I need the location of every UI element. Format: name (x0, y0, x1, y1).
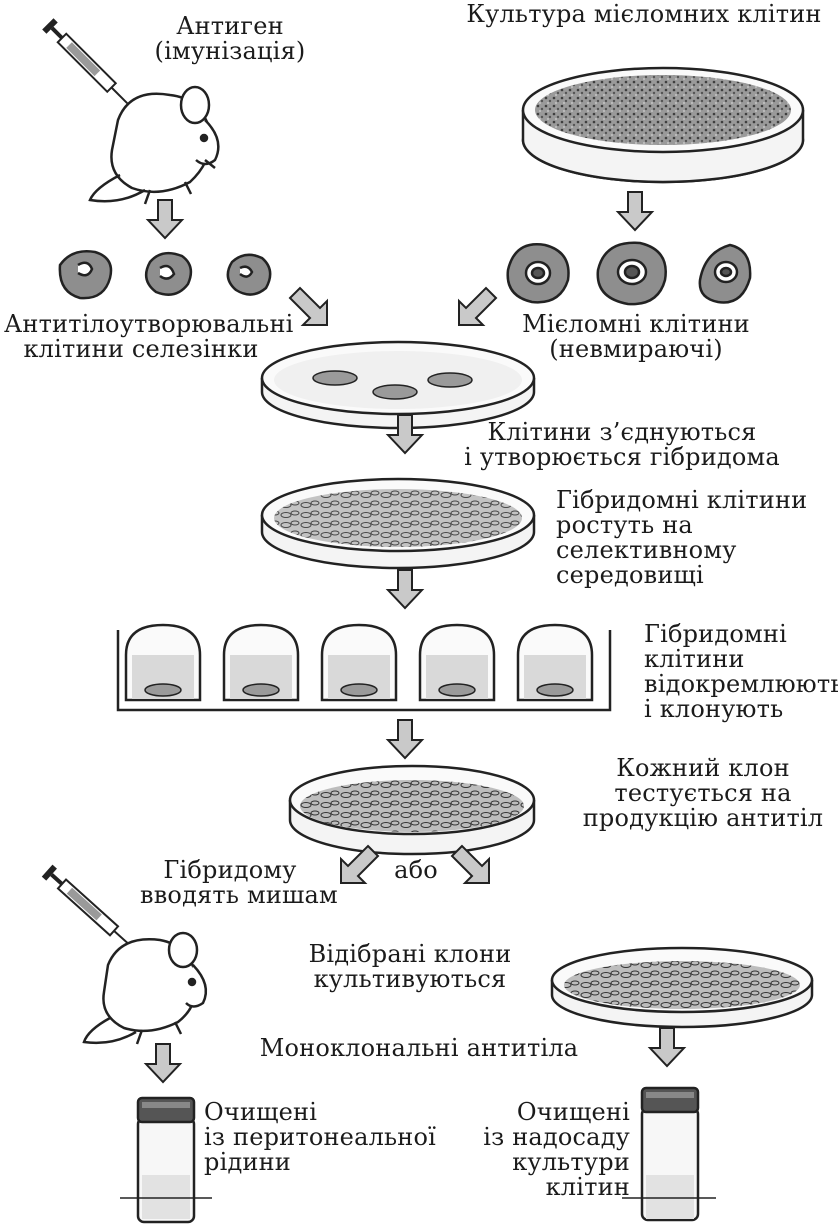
mouse-icon (90, 87, 218, 204)
arrow-down-icon (388, 570, 422, 608)
petri-dish-myeloma-culture (523, 68, 803, 182)
arrow-diagonal-icon (290, 288, 327, 325)
myeloma-cells-label: Мієломні клітини (невмираючі) (520, 312, 752, 362)
antigen-label: Антиген (імунізація) (140, 14, 320, 64)
arrow-diagonal-icon (452, 846, 489, 883)
mouse-icon (84, 933, 206, 1044)
arrow-down-icon (618, 192, 652, 230)
monoclonal-label: Моноклональні антитіла (254, 1036, 584, 1061)
arrow-down-icon (146, 1044, 180, 1082)
petri-dish-selective (262, 479, 534, 568)
inject-mice-label: Гібридому вводять мишам (140, 858, 320, 908)
testing-label: Кожний клон тестується на продукцію анти… (570, 756, 836, 831)
petri-dish-cultured (552, 948, 812, 1027)
cloning-label: Гібридомні клітини відокремлюють і клону… (644, 622, 834, 722)
spleen-cells-label: Антитілоутворювальні клітини селезінки (4, 312, 278, 362)
fusion-label: Клітини з’єднуються і утворюється гібрид… (456, 420, 788, 470)
vial-icon (622, 1088, 716, 1220)
petri-dish-testing (290, 766, 534, 854)
arrow-down-icon (650, 1028, 684, 1066)
arrow-diagonal-icon (459, 288, 496, 325)
arrow-down-icon (148, 200, 182, 238)
vial-icon (120, 1098, 212, 1222)
or-label: або (386, 858, 446, 883)
well-plate (118, 625, 610, 710)
myeloma-culture-label: Культура мієломних клітин (456, 2, 832, 27)
selective-label: Гібридомні клітини ростуть на селективно… (556, 488, 826, 588)
purified-right-label: Очищені із надосаду культури клітин (464, 1100, 630, 1200)
myeloma-cell-icons (508, 243, 750, 304)
purified-left-label: Очищені із перитонеальної рідини (204, 1100, 414, 1175)
arrow-down-icon (388, 720, 422, 758)
spleen-cell-icons (60, 251, 270, 298)
cultured-label: Відібрані клони культивуються (300, 942, 520, 992)
